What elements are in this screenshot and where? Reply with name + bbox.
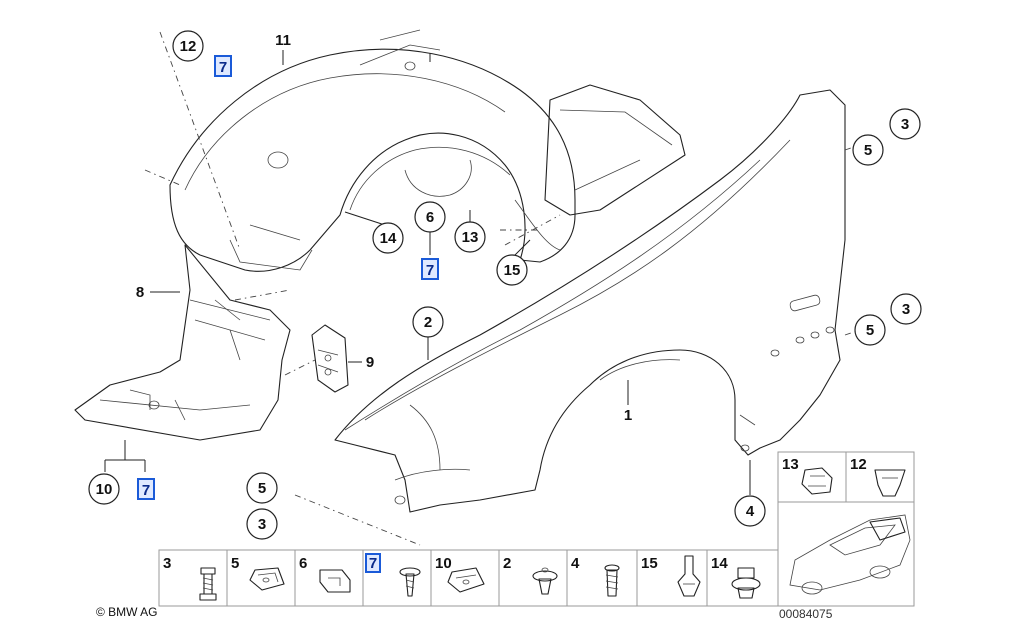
- svg-text:5: 5: [864, 142, 872, 159]
- reference-lines: [144, 31, 861, 546]
- svg-text:2: 2: [424, 314, 432, 331]
- table-cell-highlight: 7: [365, 553, 381, 573]
- svg-text:7: 7: [369, 555, 377, 572]
- inner-panel-drawing: [74, 244, 291, 441]
- svg-text:15: 15: [504, 262, 521, 279]
- table-cell-label: 15: [641, 555, 658, 572]
- svg-text:7: 7: [142, 482, 150, 499]
- svg-text:3: 3: [901, 116, 909, 133]
- svg-text:5: 5: [258, 480, 266, 497]
- bracket-icon: [319, 569, 351, 593]
- front-fender-drawing: [334, 89, 846, 513]
- clip-nut-icon: [249, 567, 285, 591]
- wheel-arch-liner-drawing: [169, 29, 576, 272]
- svg-text:5: 5: [866, 322, 874, 339]
- svg-text:4: 4: [746, 503, 755, 520]
- svg-text:7: 7: [426, 262, 434, 279]
- car-thumbnail: [789, 514, 911, 595]
- callout-5-top: 5: [852, 134, 884, 166]
- washer-screw-icon: [399, 567, 421, 597]
- svg-text:13: 13: [782, 456, 799, 473]
- svg-text:3: 3: [902, 301, 910, 318]
- table-cell-label: 6: [299, 555, 307, 572]
- callout-6: 6: [414, 201, 446, 233]
- callout-3-top: 3: [889, 108, 921, 140]
- rivet-icon: [532, 567, 558, 595]
- label-11: 11: [275, 32, 291, 49]
- callout-13: 13: [454, 221, 486, 253]
- highlight-7-center: 7: [421, 258, 439, 280]
- table-cell-label: 10: [435, 555, 452, 572]
- label-8: 8: [136, 284, 144, 301]
- splash-shield-drawing: [544, 84, 686, 216]
- copyright-text: © BMW AG: [96, 605, 158, 619]
- callout-5-side: 5: [854, 314, 886, 346]
- bracket-drawing: [311, 324, 349, 393]
- table-cell-label: 4: [571, 555, 580, 572]
- diagram-code: 00084075: [779, 607, 833, 621]
- table-cell-label: 5: [231, 555, 239, 572]
- callout-4: 4: [734, 495, 766, 527]
- callout-2: 2: [412, 306, 444, 338]
- clip-nut-icon: [447, 567, 485, 593]
- parts-table: 3 5 6 7 10 2 4 15 14: [158, 549, 779, 607]
- svg-text:13: 13: [462, 229, 479, 246]
- callout-5-mid: 5: [246, 472, 278, 504]
- callout-3-side: 3: [890, 293, 922, 325]
- label-1: 1: [624, 407, 632, 424]
- svg-text:10: 10: [96, 481, 113, 498]
- svg-text:14: 14: [380, 230, 397, 247]
- screw-icon: [199, 567, 217, 601]
- callout-10: 10: [88, 473, 120, 505]
- label-9: 9: [366, 354, 374, 371]
- svg-text:12: 12: [180, 38, 197, 55]
- svg-text:7: 7: [219, 59, 227, 76]
- callout-12: 12: [172, 30, 204, 62]
- table-cell-label: 3: [163, 555, 171, 572]
- svg-text:12: 12: [850, 456, 867, 473]
- table-cell-label: 14: [711, 555, 728, 572]
- callout-15: 15: [496, 254, 528, 286]
- highlight-7-upper: 7: [214, 55, 232, 77]
- nut-icon: [731, 567, 761, 599]
- svg-text:6: 6: [426, 209, 434, 226]
- highlight-7-lower: 7: [137, 478, 155, 500]
- push-clip-icon: [677, 555, 701, 597]
- table-cell-label: 2: [503, 555, 511, 572]
- small-parts-panel: 13 12: [777, 451, 915, 607]
- callout-3-mid: 3: [246, 508, 278, 540]
- svg-text:3: 3: [258, 516, 266, 533]
- callout-14: 14: [372, 222, 404, 254]
- screw-icon: [604, 564, 620, 597]
